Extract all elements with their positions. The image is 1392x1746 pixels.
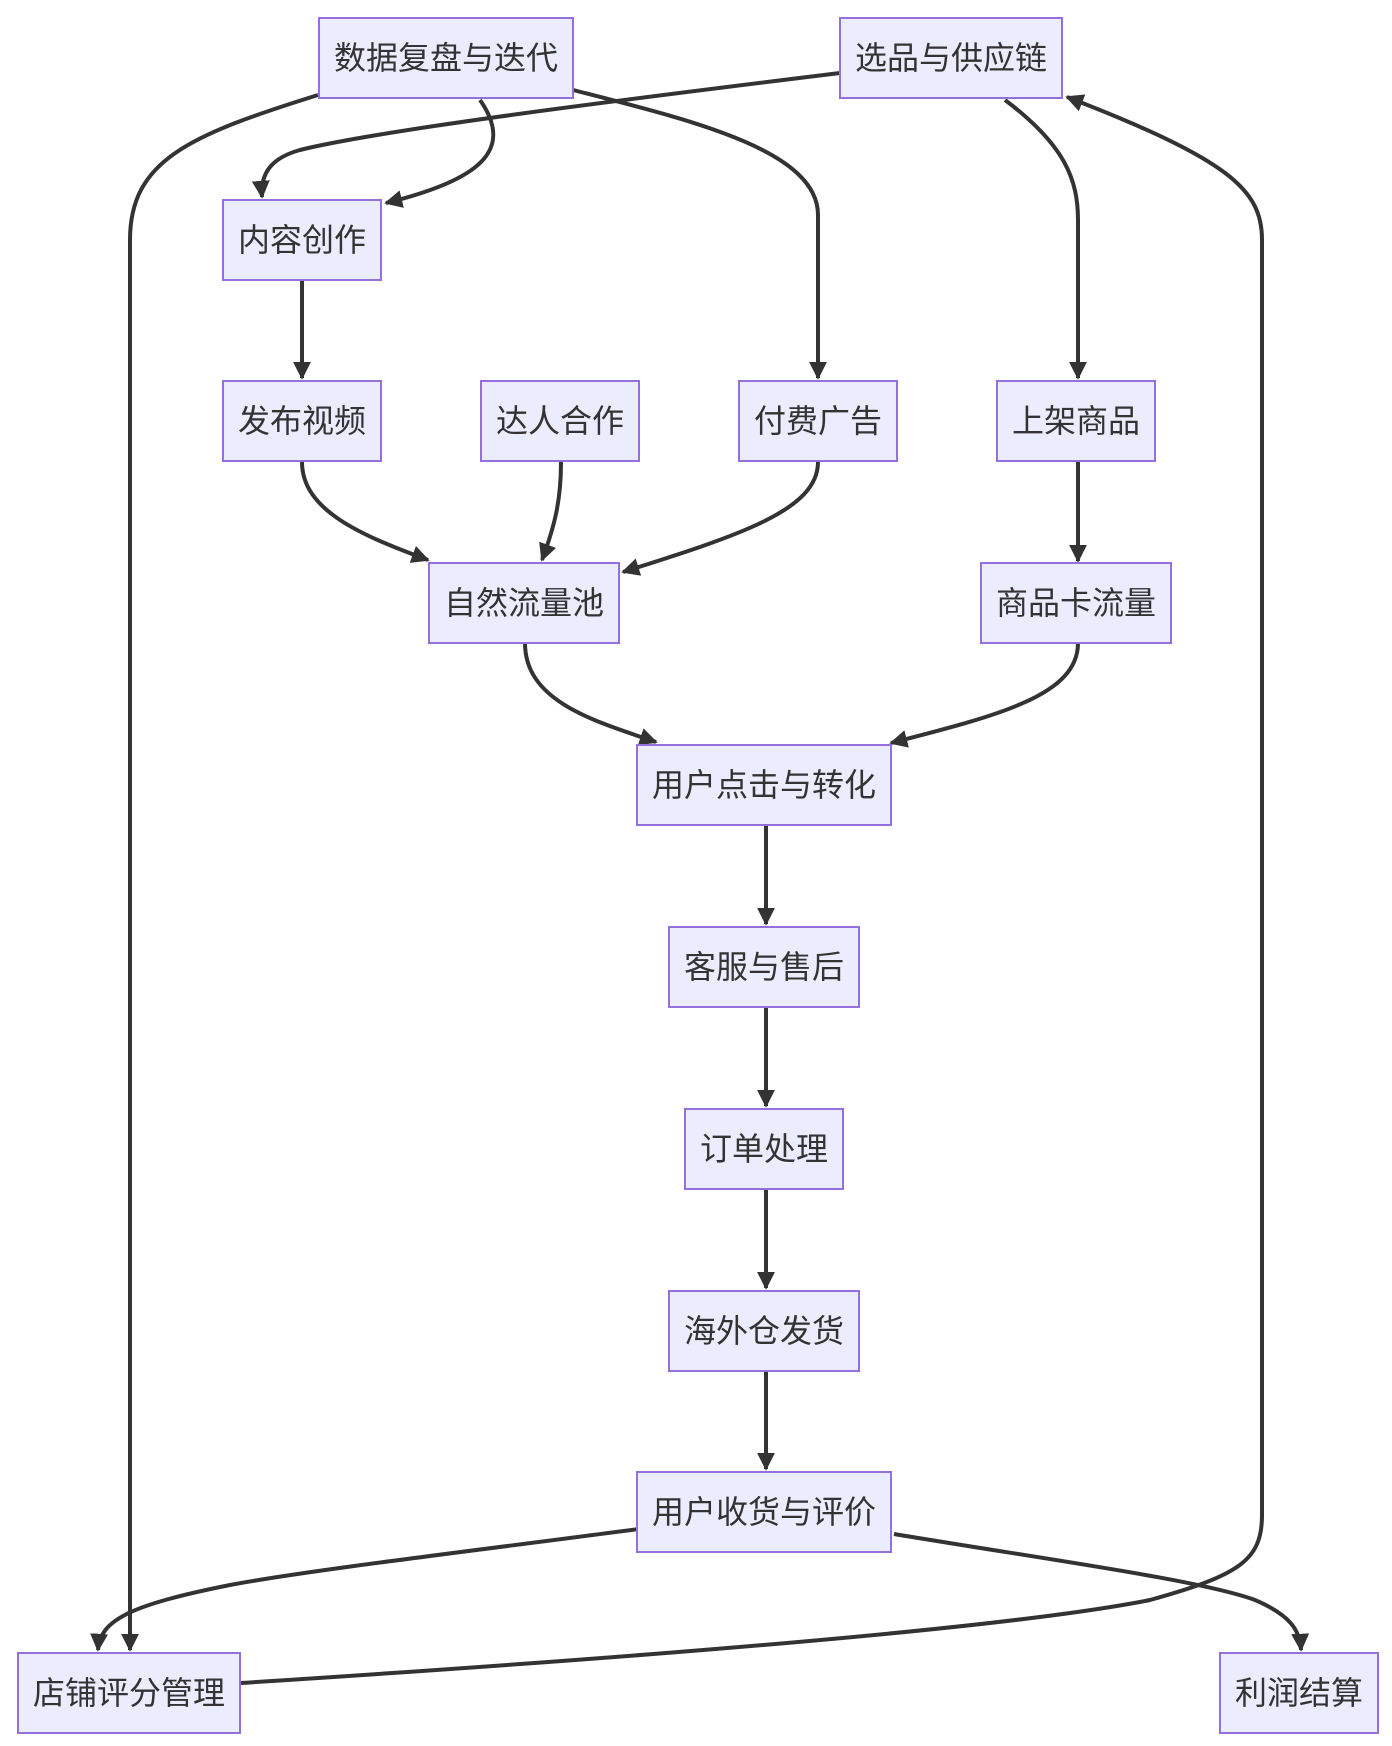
- edge-sourcing-to-content: [251, 71, 841, 199]
- edge-data-review-to-paid-ads: [572, 88, 827, 380]
- edge-organic-pool-to-click-convert: [523, 642, 658, 746]
- node-label-click-convert: 用户点击与转化: [652, 766, 876, 804]
- node-label-publish-video: 发布视频: [238, 402, 366, 440]
- edge-influencer-to-organic-pool: [539, 461, 563, 562]
- edge-product-card-to-click-convert: [889, 642, 1080, 748]
- edge-data-review-to-content: [384, 98, 496, 208]
- node-label-organic-pool: 自然流量池: [444, 584, 604, 622]
- node-label-shipping: 海外仓发货: [684, 1312, 844, 1350]
- edge-sourcing-to-list-product: [1003, 98, 1087, 380]
- node-publish-video[interactable]: 发布视频: [222, 380, 382, 462]
- node-label-paid-ads: 付费广告: [754, 402, 882, 440]
- node-shipping[interactable]: 海外仓发货: [668, 1290, 860, 1372]
- node-label-product-card: 商品卡流量: [996, 584, 1156, 622]
- edge-store-rating-to-sourcing: [240, 94, 1264, 1685]
- node-click-convert[interactable]: 用户点击与转化: [636, 744, 892, 826]
- node-label-receive-review: 用户收货与评价: [652, 1493, 876, 1531]
- node-label-service: 客服与售后: [684, 948, 844, 986]
- node-label-content: 内容创作: [238, 221, 366, 259]
- node-data-review[interactable]: 数据复盘与迭代: [318, 17, 574, 99]
- nodes-layer: 数据复盘与迭代 选品与供应链 内容创作 发布视频 达人合作 付费广告 上架商品: [17, 17, 1379, 1734]
- node-label-order: 订单处理: [700, 1130, 828, 1168]
- node-store-rating[interactable]: 店铺评分管理: [17, 1652, 241, 1734]
- edge-receive-review-to-profit: [893, 1532, 1310, 1652]
- node-receive-review[interactable]: 用户收货与评价: [636, 1471, 892, 1553]
- node-list-product[interactable]: 上架商品: [996, 380, 1156, 462]
- node-product-card[interactable]: 商品卡流量: [980, 562, 1172, 644]
- node-label-list-product: 上架商品: [1012, 402, 1140, 440]
- node-label-profit: 利润结算: [1235, 1674, 1363, 1712]
- edge-data-review-to-store-rating: [121, 93, 319, 1652]
- edge-paid-ads-to-organic-pool: [621, 461, 820, 576]
- node-profit[interactable]: 利润结算: [1219, 1652, 1379, 1734]
- node-sourcing[interactable]: 选品与供应链: [839, 17, 1063, 99]
- node-content[interactable]: 内容创作: [222, 199, 382, 281]
- node-influencer[interactable]: 达人合作: [480, 380, 640, 462]
- node-label-store-rating: 店铺评分管理: [33, 1674, 225, 1712]
- node-organic-pool[interactable]: 自然流量池: [428, 562, 620, 644]
- node-paid-ads[interactable]: 付费广告: [738, 380, 898, 462]
- node-label-data-review: 数据复盘与迭代: [334, 39, 558, 77]
- edges-layer: [90, 71, 1310, 1685]
- edge-publish-video-to-organic-pool: [300, 461, 430, 563]
- edge-receive-review-to-store-rating: [90, 1527, 640, 1652]
- node-order[interactable]: 订单处理: [684, 1108, 844, 1190]
- node-label-sourcing: 选品与供应链: [855, 39, 1047, 77]
- node-label-influencer: 达人合作: [496, 402, 624, 440]
- node-service[interactable]: 客服与售后: [668, 926, 860, 1008]
